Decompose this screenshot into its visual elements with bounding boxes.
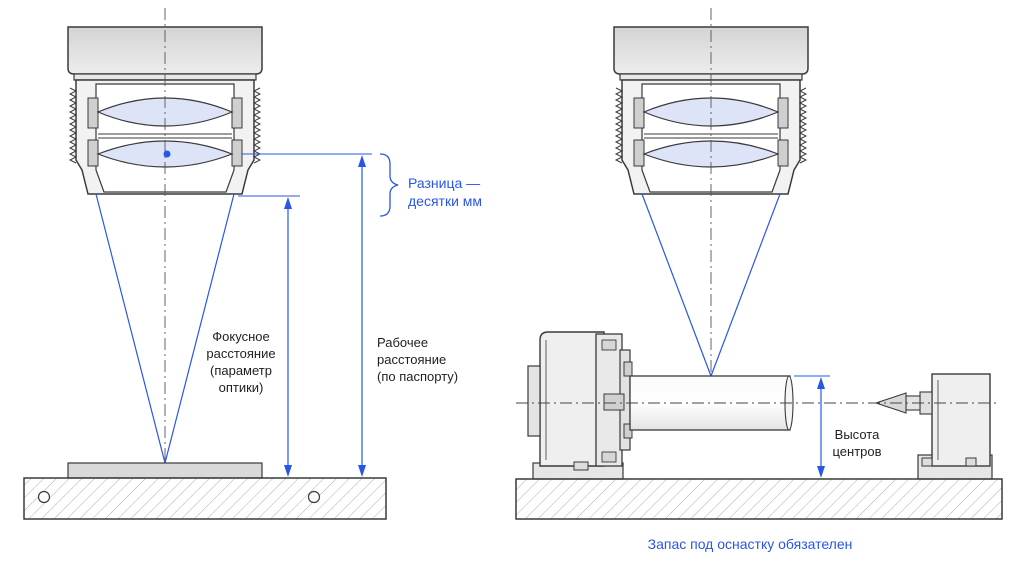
difference-label-line: Разница — [408,175,481,191]
left-base-hole-left [37,490,51,504]
lathe-tailstock [874,373,993,480]
caption-text: Запас под оснастку обязателен [647,536,853,552]
working-label-line: (по паспорту) [377,369,459,384]
lathe-headstock [527,331,624,480]
center-height-label-line: Высота [834,427,880,442]
focal-label-line: оптики) [218,380,264,395]
difference-label: Разница — десятки мм [408,174,482,210]
left-principal-point [163,150,171,158]
working-label-line: расстояние [377,352,447,367]
focal-distance-label: Фокусное расстояние (параметр оптики) [200,328,282,396]
focal-label-line: Фокусное [212,329,270,344]
lathe-chuck [595,333,633,467]
center-height-label-line: центров [832,444,882,459]
focal-label-line: расстояние [206,346,276,361]
working-label-line: Рабочее [377,335,429,350]
focal-label-line: (параметр [210,363,272,378]
right-base-table [515,478,1003,520]
difference-brace [379,153,399,217]
difference-label-line: десятки мм [408,193,483,209]
focal-distance-arrow [284,197,292,477]
working-distance-label: Рабочее расстояние (по паспорту) [377,334,458,385]
working-distance-arrow [358,155,366,477]
center-height-label: Высота центров [826,426,888,460]
left-base-table [23,477,387,520]
left-workpiece [67,462,263,479]
left-base-hole-right [307,490,321,504]
center-height-arrow [794,375,830,478]
